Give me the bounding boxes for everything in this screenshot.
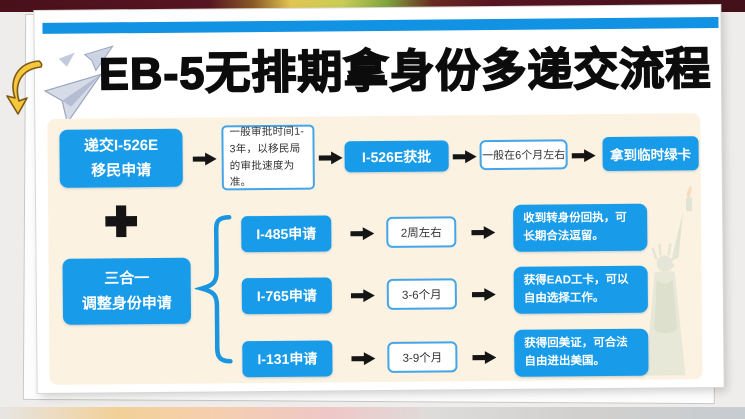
branch-box-application: I-765申请: [241, 277, 332, 315]
curly-brace-icon: [194, 215, 233, 364]
flow-note-six-months: 一般在6个月左右: [479, 139, 568, 171]
arrow-right-icon: [453, 149, 477, 164]
flowchart-panel: 递交I-526E 移民申请 一般审批时间1-3年，以移民局的审批速度为准。 I-…: [47, 113, 703, 385]
arrow-right-icon: [472, 350, 496, 365]
page-header-bar: [42, 17, 719, 34]
curved-arrow-icon: [6, 60, 43, 115]
branch-row-i765: I-765申请 3-6个月 获得EAD工卡，可以自由选择工作。: [47, 113, 700, 315]
branch-row-i131: I-131申请 3-9个月 获得回美证，可合法自由进出美国。: [47, 113, 700, 378]
branch-note-duration: 2周左右: [386, 216, 457, 248]
arrow-right-icon: [572, 148, 596, 163]
flow-box-submit-i526e: 递交I-526E 移民申请: [59, 128, 183, 188]
arrow-right-icon: [471, 225, 495, 240]
desktop-bottom-edge: [0, 407, 745, 419]
flow-box-combo-adjustment: 三合一 调整身份申请: [62, 257, 192, 325]
paper-plane-icon: [43, 45, 114, 125]
arrow-right-icon: [319, 150, 343, 165]
branch-box-result: 获得回美证，可合法自由进出美国。: [514, 328, 649, 377]
arrow-right-icon: [193, 151, 217, 166]
branch-box-result: 获得EAD工卡，可以自由选择工作。: [513, 265, 649, 314]
arrow-right-icon: [351, 288, 375, 303]
branch-box-application: I-485申请: [241, 215, 332, 253]
branch-note-duration: 3-6个月: [386, 278, 457, 310]
flow-box-temp-greencard: 拿到临时绿卡: [602, 136, 699, 172]
slide-page: EB-5无排期拿身份多递交流程 递交I-526E 移民申请 一般审批时间1-3年…: [34, 5, 724, 393]
plus-icon: [105, 205, 137, 237]
arrow-right-icon: [351, 351, 375, 366]
branch-row-i485: I-485申请 2周左右 收到转身份回执，可长期合法逗留。: [47, 113, 700, 253]
branch-note-duration: 3-9个月: [387, 341, 458, 373]
flow-note-review-time: 一般审批时间1-3年，以移民局的审批速度为准。: [221, 124, 315, 191]
branch-box-result: 收到转身份回执，可长期合法逗留。: [513, 203, 648, 252]
page-title: EB-5无排期拿身份多递交流程: [98, 42, 713, 100]
flow-box-i526e-approved: I-526E获批: [344, 140, 449, 173]
statue-of-liberty-icon: [645, 185, 693, 376]
branch-box-application: I-131申请: [242, 340, 333, 378]
arrow-right-icon: [472, 287, 496, 302]
arrow-right-icon: [350, 226, 374, 241]
